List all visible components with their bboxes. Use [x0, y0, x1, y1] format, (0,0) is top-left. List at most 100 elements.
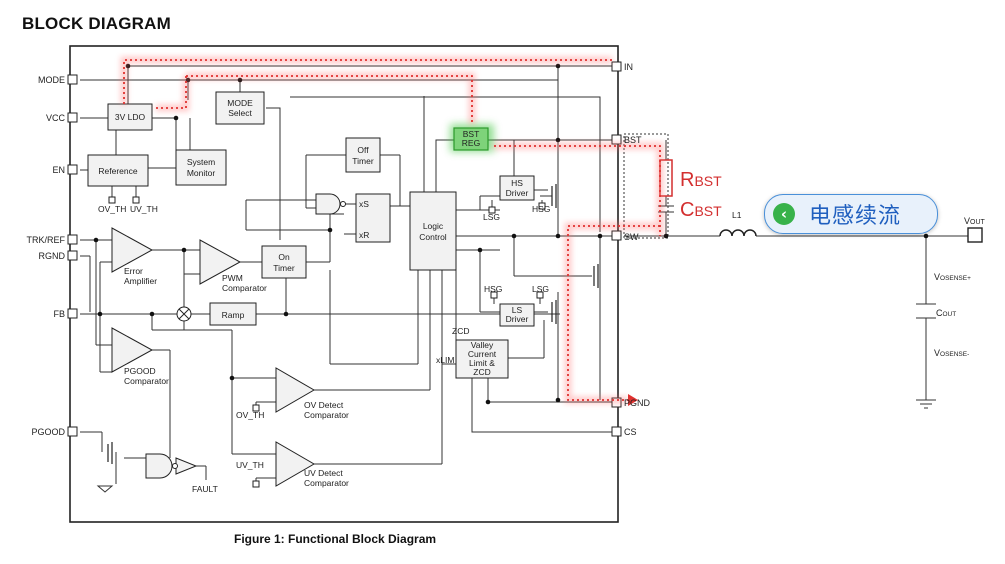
pwm-comp-label-2: Comparator [222, 283, 267, 293]
mode-select-label-1: MODE [227, 98, 253, 108]
pgood-comparator [111, 327, 154, 373]
mode-select-block [215, 91, 265, 125]
rbst-label: RBST [680, 169, 722, 191]
fault-label: FAULT [192, 484, 218, 494]
page-title: BLOCK DIAGRAM [22, 14, 171, 33]
reference-block [87, 154, 149, 187]
off-timer-label-2: Timer [352, 156, 374, 166]
uv-th-label: UV_TH [236, 460, 264, 470]
pin-in: IN [624, 62, 633, 72]
zcd-label: ZCD [452, 326, 469, 336]
logic-control-label-1: Logic [423, 221, 444, 231]
pin-fb: FB [53, 309, 65, 319]
lsg-label-2: LSG [532, 284, 549, 294]
bst-reg-block [453, 127, 489, 151]
hs-driver-label-2: Driver [506, 188, 529, 198]
uv-th-ref-label: UV_TH [130, 204, 158, 214]
vout-terminal [967, 227, 983, 243]
ldo-label: 3V LDO [115, 112, 146, 122]
small-terminals [108, 196, 546, 488]
hsg-label-1: HSG [532, 204, 550, 214]
misc-labels: OV_TH UV_TH Error Amplifier PWM Comparat… [98, 199, 742, 494]
xs-label: xS [359, 199, 369, 209]
pin-mode: MODE [38, 75, 65, 85]
pin-pgood: PGOOD [31, 427, 65, 437]
pin-labels-right: IN BST SW PGND CS [624, 62, 651, 437]
ramp-block [209, 302, 257, 326]
pin-rgnd: RGND [39, 251, 66, 261]
vsense-n-label: VOSENSE- [934, 348, 969, 358]
inductor-freewheel-button[interactable]: ‹ 电感续流 [764, 194, 938, 234]
l1-label: L1 [732, 210, 742, 220]
pwm-comparator [199, 239, 242, 285]
ramp-label: Ramp [222, 310, 245, 320]
ls-driver-label-2: Driver [506, 314, 529, 324]
wires [80, 65, 970, 493]
valley-label-2: Current [468, 349, 497, 359]
inductor-l1 [719, 229, 757, 237]
uv-detect-label-1: UV Detect [304, 468, 343, 478]
on-timer-label-1: On [278, 252, 290, 262]
hs-driver-label-1: HS [511, 178, 523, 188]
valley-label-4: ZCD [473, 367, 490, 377]
pin-en: EN [52, 165, 65, 175]
and-gate-bubble [340, 201, 346, 207]
output-labels: VOUT VOSENSE+ COUT VOSENSE- [934, 216, 986, 358]
bst-reg-label-1: BST [463, 129, 480, 139]
cout-label: COUT [936, 308, 956, 318]
reference-label: Reference [98, 166, 137, 176]
pin-sw: SW [624, 232, 639, 242]
pgood-comp-label-2: Comparator [124, 376, 169, 386]
mosfets [107, 184, 599, 464]
pin-squares-left [67, 74, 78, 437]
valley-block [455, 339, 509, 379]
ls-driver-block [499, 303, 535, 327]
system-monitor-block [175, 149, 227, 186]
system-monitor-label-1: System [187, 157, 215, 167]
nand-gate-bubble [172, 463, 178, 469]
block-labels: 3V LDO MODE Select Reference System Moni… [98, 98, 528, 377]
system-monitor-label-2: Monitor [187, 168, 216, 178]
blocks [87, 91, 535, 379]
inductor-freewheel-label: 电感续流 [809, 204, 902, 229]
pgood-comp-label-1: PGOOD [124, 366, 156, 376]
ov-comparator [275, 367, 315, 413]
on-timer-block [261, 245, 307, 279]
ov-detect-label-2: Comparator [304, 410, 349, 420]
red-current-path [120, 56, 664, 406]
valley-label-1: Valley [471, 340, 494, 350]
bst-network-box [623, 133, 669, 239]
figure-caption: Figure 1: Functional Block Diagram [234, 532, 437, 546]
inverter [175, 457, 198, 475]
chevron-left-icon: ‹ [773, 203, 795, 225]
pin-pgnd: PGND [624, 398, 651, 408]
pwm-comp-label-1: PWM [222, 273, 243, 283]
valley-label-3: Limit & [469, 358, 495, 368]
ov-detect-label-1: OV Detect [304, 400, 344, 410]
pin-squares-right [611, 61, 622, 437]
logic-control-block [409, 191, 457, 271]
ls-driver-label-1: LS [512, 305, 523, 315]
sr-latch-block [355, 193, 391, 243]
and-gate [315, 193, 341, 215]
vout-label: VOUT [964, 216, 986, 226]
logic-control-label-2: Control [419, 232, 447, 242]
lsg-label-1: LSG [483, 212, 500, 222]
chip-outline [69, 45, 619, 523]
ov-th-ref-label: OV_TH [98, 204, 126, 214]
nand-gate [145, 453, 173, 479]
amplifiers [111, 227, 315, 487]
pin-trk-ref: TRK/REF [26, 235, 65, 245]
error-amplifier [111, 227, 154, 273]
pin-cs: CS [624, 427, 637, 437]
uv-detect-label-2: Comparator [304, 478, 349, 488]
on-timer-label-2: Timer [273, 263, 295, 273]
ldo-block [107, 103, 153, 131]
error-amp-label-2: Amplifier [124, 276, 157, 286]
summing-cross [178, 308, 190, 320]
pin-labels-left: MODE VCC EN TRK/REF RGND FB PGOOD [26, 75, 65, 437]
xr-label: xR [359, 230, 369, 240]
uv-comparator [275, 441, 315, 487]
cbst-label: CBST [680, 199, 722, 221]
off-timer-label-1: Off [357, 145, 369, 155]
